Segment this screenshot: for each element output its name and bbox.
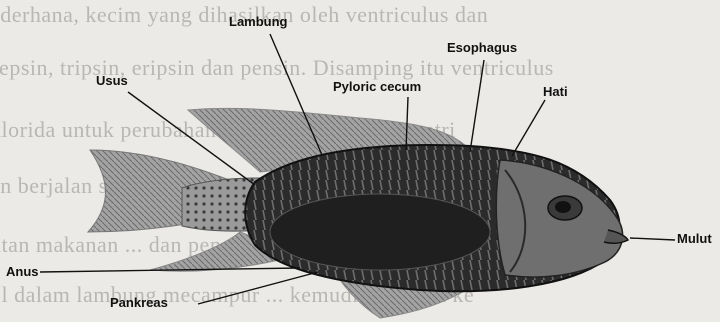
label-pyloric-cecum: Pyloric cecum — [333, 79, 421, 94]
visceral-mass — [270, 194, 490, 270]
label-esophagus: Esophagus — [447, 40, 517, 55]
esophagus-leader — [470, 60, 484, 152]
label-anus: Anus — [6, 264, 39, 279]
label-usus: Usus — [96, 73, 128, 88]
label-pankreas: Pankreas — [110, 295, 168, 310]
label-lambung: Lambung — [229, 14, 288, 29]
label-mulut: Mulut — [677, 231, 712, 246]
mouth — [604, 230, 628, 243]
mulut-leader — [630, 238, 675, 240]
hati-leader — [512, 100, 545, 156]
pankreas-leader — [198, 272, 318, 304]
label-hati: Hati — [543, 84, 568, 99]
